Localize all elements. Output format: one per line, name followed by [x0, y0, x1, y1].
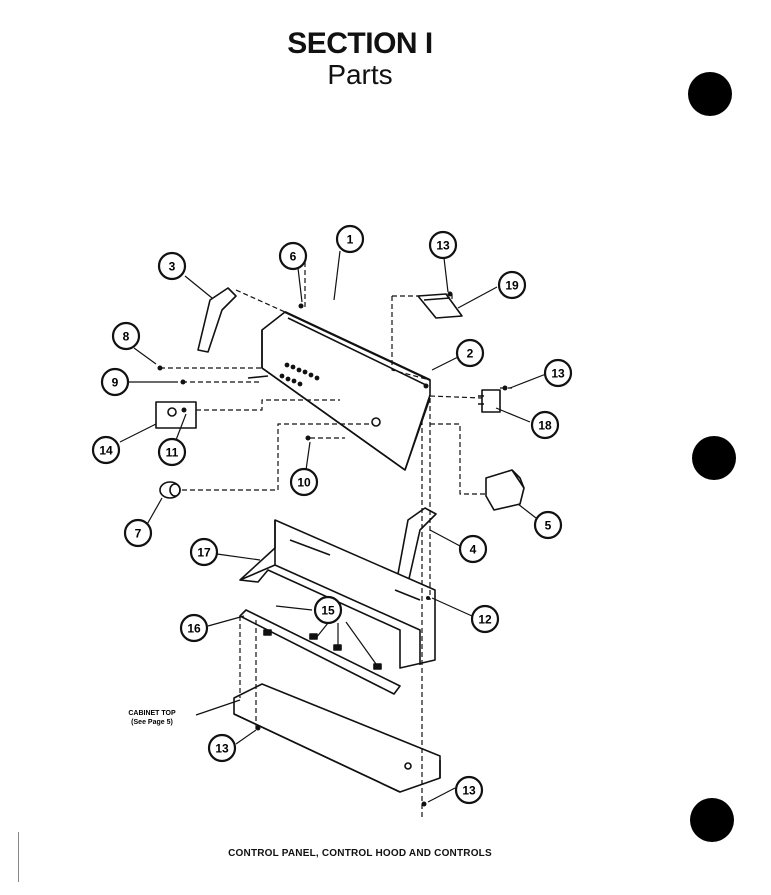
svg-text:2: 2 [467, 347, 474, 361]
cabinet-top-annotation: CABINET TOP (See Page 5) [128, 710, 176, 726]
svg-text:10: 10 [297, 476, 311, 490]
timer [485, 469, 525, 511]
svg-text:9: 9 [112, 376, 119, 390]
binder-hole-bottom [690, 798, 734, 842]
callout-13-mid: 13 [543, 358, 573, 388]
cabinet-top [233, 683, 441, 793]
svg-text:13: 13 [462, 784, 476, 798]
callout-6: 6 [278, 241, 308, 271]
callout-8: 8 [111, 321, 141, 351]
control-hood [239, 519, 436, 669]
binder-hole-middle [692, 436, 736, 480]
annotation-line-1: CABINET TOP [128, 710, 176, 717]
callout-9: 9 [100, 367, 130, 397]
svg-text:4: 4 [470, 543, 477, 557]
figure-caption: CONTROL PANEL, CONTROL HOOD AND CONTROLS [228, 848, 492, 859]
plate [155, 401, 197, 429]
svg-text:17: 17 [197, 546, 211, 560]
callout-13-bottom: 13 [454, 775, 484, 805]
callout-13-low: 13 [207, 733, 237, 763]
binder-hole-top [688, 72, 732, 116]
strip [239, 609, 401, 695]
svg-text:5: 5 [545, 519, 552, 533]
svg-text:12: 12 [478, 613, 492, 627]
callout-19: 19 [497, 270, 527, 300]
control-panel [247, 311, 431, 471]
callout-3: 3 [157, 251, 187, 281]
callout-5: 5 [533, 510, 563, 540]
svg-text:1: 1 [347, 233, 354, 247]
section-title: SECTION I [287, 27, 433, 60]
callout-7: 7 [123, 518, 153, 548]
fasteners [157, 291, 508, 807]
knob [159, 481, 181, 499]
svg-text:6: 6 [290, 250, 297, 264]
svg-text:13: 13 [436, 239, 450, 253]
callouts: 1 6 3 13 19 8 2 9 13 18 14 11 10 5 7 4 1… [91, 224, 573, 805]
svg-text:11: 11 [166, 446, 179, 460]
callout-16: 16 [179, 613, 209, 643]
svg-text:15: 15 [321, 604, 335, 618]
svg-text:3: 3 [169, 260, 176, 274]
svg-text:14: 14 [99, 444, 113, 458]
callout-4: 4 [458, 534, 488, 564]
annotation-line-2: (See Page 5) [131, 719, 173, 726]
callout-1: 1 [335, 224, 365, 254]
svg-text:19: 19 [505, 279, 519, 293]
callout-15: 15 [313, 595, 343, 625]
margin-line [18, 832, 19, 882]
callout-2: 2 [455, 338, 485, 368]
callout-17: 17 [189, 537, 219, 567]
end-cap-left [197, 287, 237, 353]
callout-10: 10 [289, 467, 319, 497]
callout-14: 14 [91, 435, 121, 465]
page-header: SECTION I Parts [0, 28, 720, 90]
svg-text:18: 18 [538, 419, 552, 433]
callout-18: 18 [530, 410, 560, 440]
assembly-lines [160, 262, 512, 820]
svg-text:7: 7 [135, 527, 142, 541]
svg-text:16: 16 [187, 622, 201, 636]
section-subtitle: Parts [327, 59, 393, 90]
bracket [417, 293, 463, 319]
switch [478, 389, 501, 413]
svg-text:13: 13 [215, 742, 229, 756]
callout-12: 12 [470, 604, 500, 634]
callout-13-top: 13 [428, 230, 458, 260]
callout-11: 11 [157, 437, 187, 467]
svg-text:13: 13 [551, 367, 565, 381]
leader-lines [119, 250, 547, 803]
svg-text:8: 8 [123, 330, 130, 344]
